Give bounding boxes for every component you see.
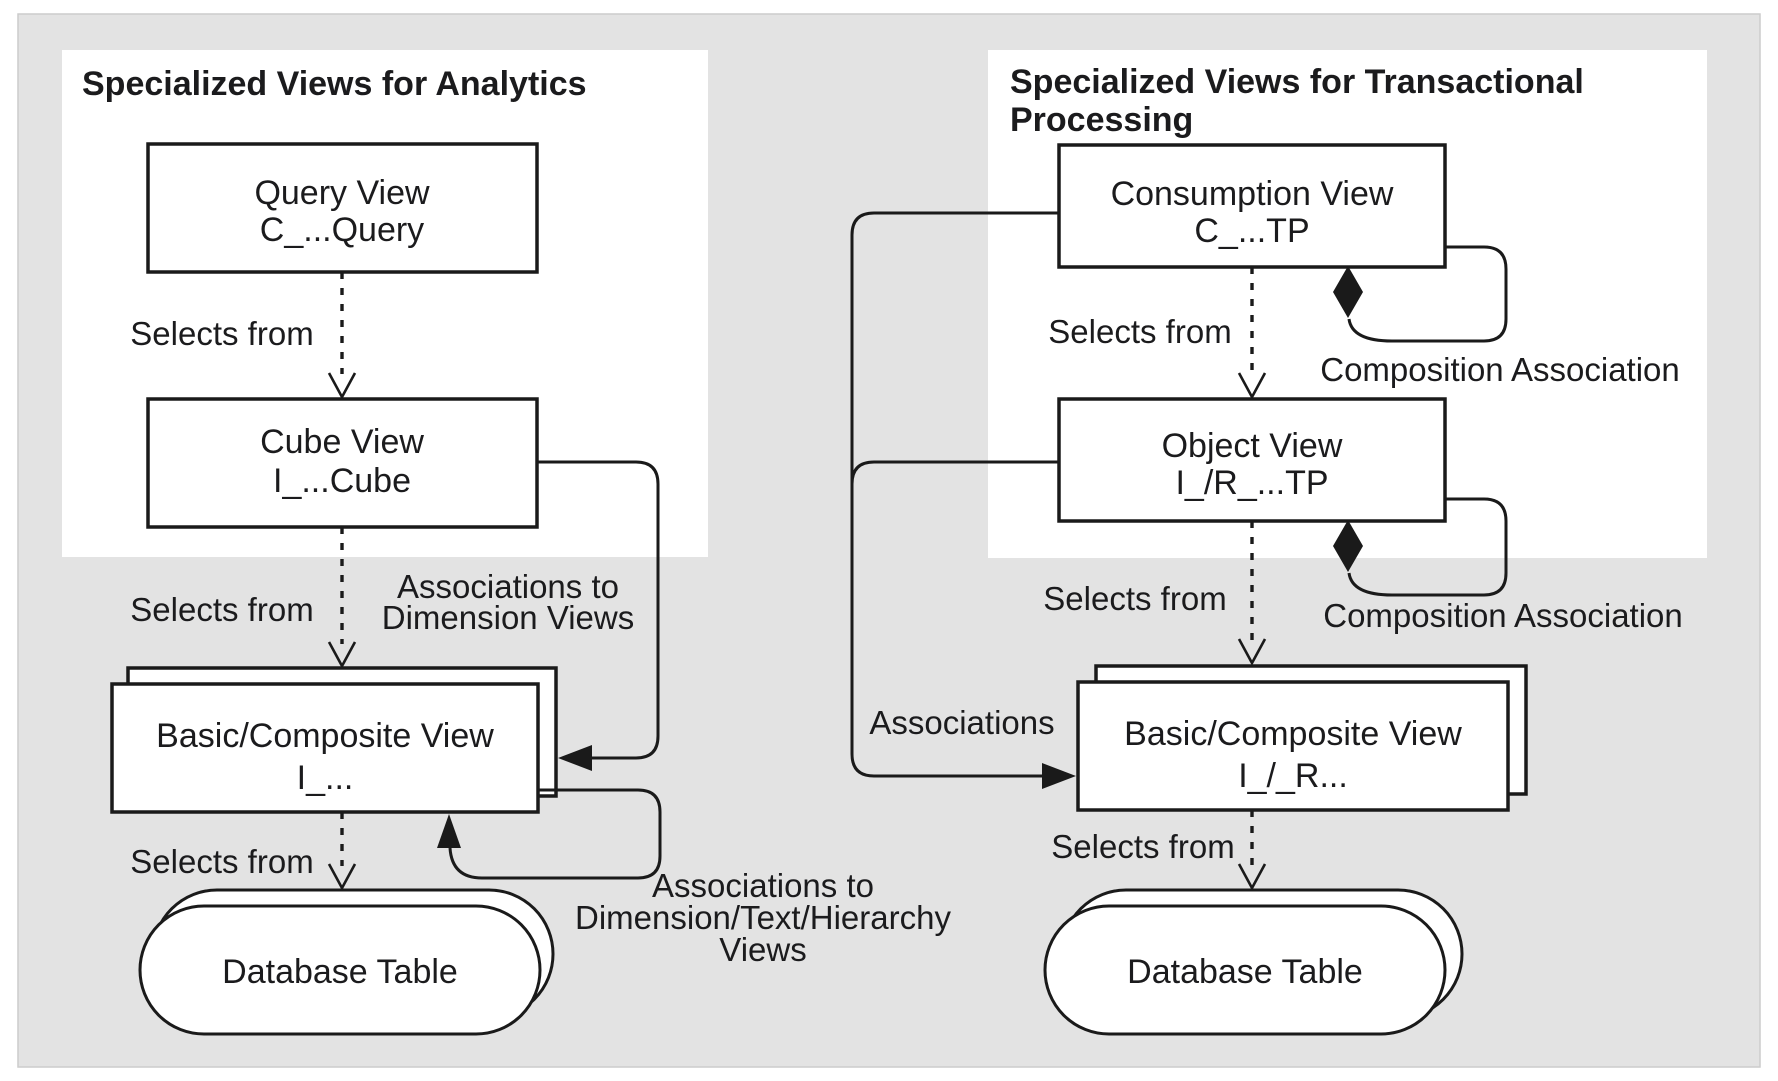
basic-composite-left-node <box>110 682 540 814</box>
consumption-view-node <box>1057 143 1447 269</box>
query-view-code: C_...Query <box>260 211 424 249</box>
transactional-panel-title-line1: Specialized Views for Transactional <box>1010 63 1584 101</box>
arrowhead-cube-basic <box>327 641 357 669</box>
selects-from-label-4: Selects from <box>1048 313 1231 350</box>
assoc-dimension-label-line1: Associations to <box>397 568 619 605</box>
object-view-title: Object View <box>1162 427 1343 465</box>
basic-composite-left-title: Basic/Composite View <box>156 717 494 755</box>
arrowhead-query-cube <box>327 372 357 400</box>
composition-association-label-2: Composition Association <box>1323 597 1683 634</box>
assoc-dth-line <box>448 788 662 880</box>
composition-association-label-1: Composition Association <box>1320 351 1680 388</box>
assoc-dth-label-line3: Views <box>719 931 806 968</box>
transactional-panel-title-line2: Processing <box>1010 101 1193 139</box>
database-table-left-node <box>138 904 542 1036</box>
arrowhead-basic-db-right <box>1237 863 1267 891</box>
selects-from-label-2: Selects from <box>130 591 313 628</box>
object-view-node <box>1057 397 1447 523</box>
selects-from-label-1: Selects from <box>130 315 313 352</box>
composition-diamond-object <box>1333 520 1363 572</box>
assoc-dth-label-line2: Dimension/Text/Hierarchy <box>575 899 951 936</box>
selects-from-label-3: Selects from <box>130 843 313 880</box>
associations-line-object <box>850 460 1059 740</box>
basic-composite-right-node <box>1076 680 1510 812</box>
database-table-right-node <box>1043 904 1447 1036</box>
cube-view-title: Cube View <box>260 423 424 461</box>
selects-from-label-5: Selects from <box>1043 580 1226 617</box>
assoc-dth-arrowhead <box>437 814 461 848</box>
composition-loop-object <box>1347 497 1508 597</box>
basic-composite-left-code: I_... <box>297 759 354 797</box>
associations-label: Associations <box>869 704 1054 741</box>
arrowhead-object-basic <box>1237 638 1267 666</box>
consumption-view-code: C_...TP <box>1194 212 1309 250</box>
associations-arrowhead <box>1042 763 1076 789</box>
basic-composite-right-code: I_/_R... <box>1238 757 1348 795</box>
query-view-title: Query View <box>254 174 430 212</box>
selects-from-label-6: Selects from <box>1051 828 1234 865</box>
database-table-left-label: Database Table <box>222 953 458 991</box>
analytics-panel-title: Specialized Views for Analytics <box>82 65 587 103</box>
basic-composite-right-title: Basic/Composite View <box>1124 715 1462 753</box>
assoc-dimension-line <box>537 460 660 760</box>
object-view-code: I_/R_...TP <box>1175 464 1328 502</box>
composition-diamond-consumption <box>1333 266 1363 318</box>
assoc-dth-label-line1: Associations to <box>652 867 874 904</box>
assoc-dimension-label-line2: Dimension Views <box>382 599 635 636</box>
consumption-view-title: Consumption View <box>1111 175 1394 213</box>
arrowhead-consumption-object <box>1237 372 1267 400</box>
arrowhead-basic-db <box>327 863 357 891</box>
cube-view-code: I_...Cube <box>273 462 411 500</box>
database-table-right-label: Database Table <box>1127 953 1363 991</box>
assoc-dimension-arrowhead <box>558 745 592 771</box>
composition-loop-consumption <box>1347 245 1508 343</box>
